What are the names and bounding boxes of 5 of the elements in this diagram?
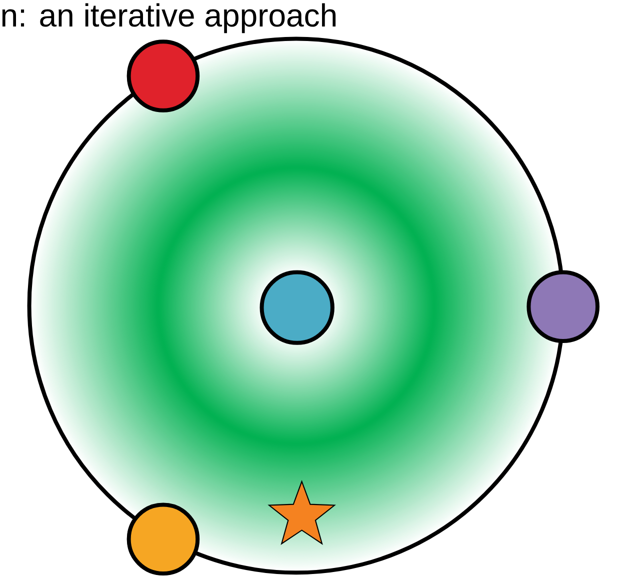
dot-circle xyxy=(526,270,600,343)
dot-circle xyxy=(126,502,200,576)
dot-circle xyxy=(260,270,334,345)
title: n: an iterative approach xyxy=(2,3,336,34)
dot-circle xyxy=(126,40,200,112)
